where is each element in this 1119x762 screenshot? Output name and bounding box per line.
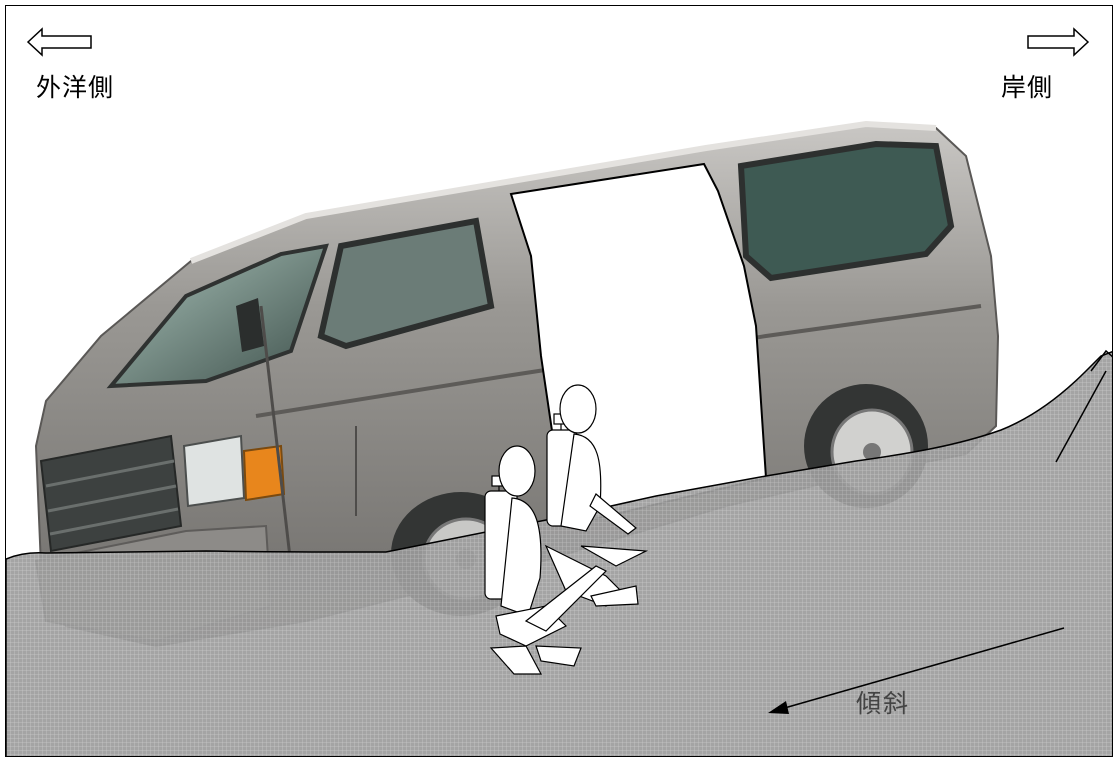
right-arrow-icon (1028, 29, 1088, 55)
scene: 傾斜 (6, 6, 1113, 757)
offshore-side-label: 外洋側 (36, 68, 114, 104)
left-arrow-icon (28, 29, 91, 55)
slope-label: 傾斜 (856, 689, 910, 718)
shore-side-label: 岸側 (1001, 68, 1053, 104)
van-rear-window (741, 144, 951, 278)
van-headlight (184, 436, 244, 506)
diagram-frame: 傾斜 外洋側 岸側 (5, 5, 1113, 757)
